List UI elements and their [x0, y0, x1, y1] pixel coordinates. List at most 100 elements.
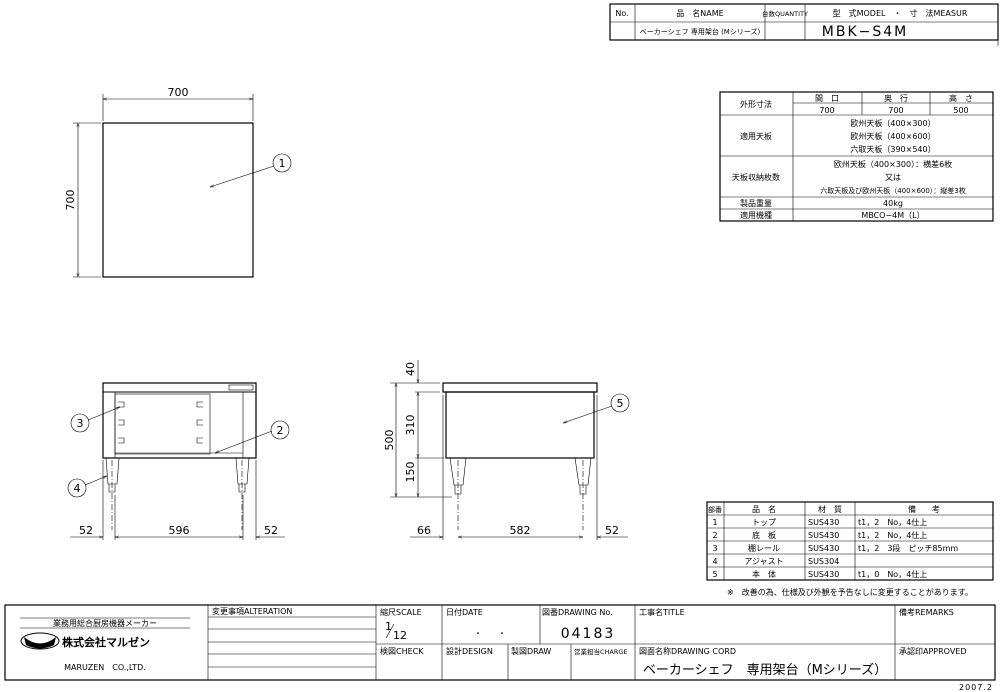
col-header: 高 さ — [949, 93, 973, 103]
balloon-4 — [67, 478, 87, 498]
maruzen-logo-mark — [20, 632, 60, 650]
header-table: No. 品 名NAME 台数QUANTITY 型 式MODEL ・ 寸 法MEA… — [609, 3, 999, 46]
parts-header: 材 質 — [818, 504, 842, 514]
col-value: 700 — [888, 106, 903, 115]
disclaimer-note: ※ 改善の為、仕様及び外観を予告なしに変更することがあります。 — [727, 587, 973, 597]
parts-cell: SUS430 — [808, 518, 839, 527]
parts-header: 部番 — [708, 505, 722, 514]
company-logo: 業務用総合厨房機器メーカー 株式会社マルゼン MARUZEN CO.,LTD. — [20, 617, 190, 672]
weight-value: 40kg — [883, 199, 903, 208]
issue-date: 2007.2 — [959, 683, 993, 692]
adjuster-foot — [574, 457, 592, 495]
parts-cell: 4 — [712, 557, 717, 566]
title-label: 工事名TITLE — [639, 607, 685, 617]
svg-text:4: 4 — [74, 482, 81, 495]
date-value: ・ ・ — [474, 629, 506, 638]
weight-label: 製品重量 — [740, 198, 772, 208]
header-name-label: 品 名NAME — [676, 8, 723, 18]
parts-cell: SUS430 — [808, 544, 839, 553]
col-value: 500 — [953, 106, 968, 115]
draw-label: 製図DRAW — [511, 646, 551, 656]
capacity-item: 又は — [885, 173, 901, 182]
balloon-2 — [270, 420, 290, 440]
parts-table: 部番 品 名 材 質 備 考 ※ 改善の為、仕様及び外観を予告なしに変更すること… — [706, 501, 994, 597]
balloon-3 — [70, 413, 90, 433]
shelf-rails — [118, 401, 203, 444]
parts-cell: t1，2 3段 ピッチ85mm — [858, 543, 958, 553]
col-value: 700 — [819, 106, 834, 115]
parts-header: 備 考 — [908, 504, 940, 514]
parts-cell: t1，0 No，4仕上 — [858, 569, 927, 579]
front-dim-center: 596 — [169, 524, 190, 537]
front-dim-right: 52 — [264, 524, 278, 537]
parts-cell: 底 板 — [752, 530, 776, 540]
capacity-item: 六取天板及び欧州天板（400×600）：縦差3枚 — [820, 186, 966, 195]
product-model: MBK−S4M — [822, 24, 908, 40]
parts-cell: SUS430 — [808, 570, 839, 579]
parts-cell: SUS304 — [808, 557, 839, 566]
tray-item: 欧州天板（400×300） — [850, 118, 935, 128]
parts-cell: 5 — [712, 570, 717, 579]
side-height-body: 310 — [404, 415, 417, 436]
capacity-label: 天板収納枚数 — [732, 172, 780, 182]
top-depth-dim: 700 — [64, 190, 77, 211]
parts-cell: 1 — [712, 518, 717, 527]
svg-text:5: 5 — [617, 397, 624, 410]
svg-text:3: 3 — [77, 417, 84, 430]
front-view: 52 596 52 3 2 4 — [67, 382, 290, 540]
adjuster-foot — [449, 457, 467, 495]
balloon-1 — [272, 153, 292, 173]
product-name: ベーカーシェフ 専用架台 (Mシリーズ) — [640, 27, 761, 36]
front-dim-left: 52 — [79, 524, 93, 537]
scale-denominator: 12 — [393, 629, 407, 642]
parts-cell: 本 体 — [752, 569, 776, 579]
balloon-5 — [610, 393, 630, 413]
svg-text:2: 2 — [277, 424, 284, 437]
header-quantity-label: 台数QUANTITY — [762, 9, 808, 18]
applicable-model-label: 適用機種 — [740, 210, 772, 220]
col-header: 奥 行 — [884, 93, 908, 103]
tray-item: 欧州天板（400×600） — [850, 131, 935, 141]
parts-cell: SUS430 — [808, 531, 839, 540]
parts-cell: t1，2 No，4仕上 — [858, 530, 927, 540]
side-dim-left: 66 — [417, 524, 431, 537]
svg-text:1: 1 — [279, 157, 286, 170]
check-label: 検図CHECK — [380, 646, 424, 656]
company-name-en: MARUZEN CO.,LTD. — [64, 663, 146, 672]
parts-cell: トップ — [752, 518, 776, 527]
charge-label: 営業担当CHARGE — [574, 647, 628, 656]
parts-cell: 3 — [712, 544, 717, 553]
header-no-label: No. — [615, 9, 628, 18]
parts-cell: アジャスト — [744, 557, 783, 566]
drawing-no: 04183 — [561, 626, 616, 642]
company-tagline: 業務用総合厨房機器メーカー — [53, 618, 157, 628]
design-label: 設計DESIGN — [446, 646, 493, 656]
header-model-label: 型 式MODEL ・ 寸 法MEASUR — [833, 8, 968, 18]
spec-table: 外形寸法 間 口 奥 行 高 さ 700 700 500 適用天板 欧州天板（4… — [719, 91, 994, 222]
drawing-no-label: 図番DRAWING No. — [542, 607, 613, 617]
tray-item: 六取天板（390×540） — [850, 144, 935, 154]
title-block: 業務用総合厨房機器メーカー 株式会社マルゼン MARUZEN CO.,LTD. … — [4, 604, 996, 692]
approved-label: 承認印APPROVED — [899, 646, 967, 656]
side-height-leg: 150 — [404, 462, 417, 483]
date-label: 日付DATE — [446, 607, 483, 617]
side-dim-center: 582 — [510, 524, 531, 537]
tray-label: 適用天板 — [740, 131, 772, 141]
outer-dim-label: 外形寸法 — [740, 99, 772, 109]
side-dim-right: 52 — [605, 524, 619, 537]
company-name: 株式会社マルゼン — [62, 635, 150, 649]
parts-cell: 棚レール — [748, 543, 780, 553]
scale-label: 縮尺SCALE — [380, 607, 422, 617]
top-width-dim: 700 — [168, 86, 189, 99]
capacity-item: 欧州天板（400×300）：横差6枚 — [834, 159, 952, 169]
side-height-top: 40 — [404, 362, 417, 376]
adjuster-foot — [105, 457, 120, 493]
scale-numerator: 1 — [385, 620, 392, 633]
side-view: 500 40 310 150 66 582 52 5 — [383, 360, 630, 540]
side-height-total: 500 — [383, 430, 396, 451]
adjuster-foot — [235, 457, 250, 493]
alteration-label: 変更事項ALTERATION — [212, 606, 292, 616]
parts-cell: 2 — [712, 531, 717, 540]
parts-cell: t1，2 No，4仕上 — [858, 517, 927, 527]
